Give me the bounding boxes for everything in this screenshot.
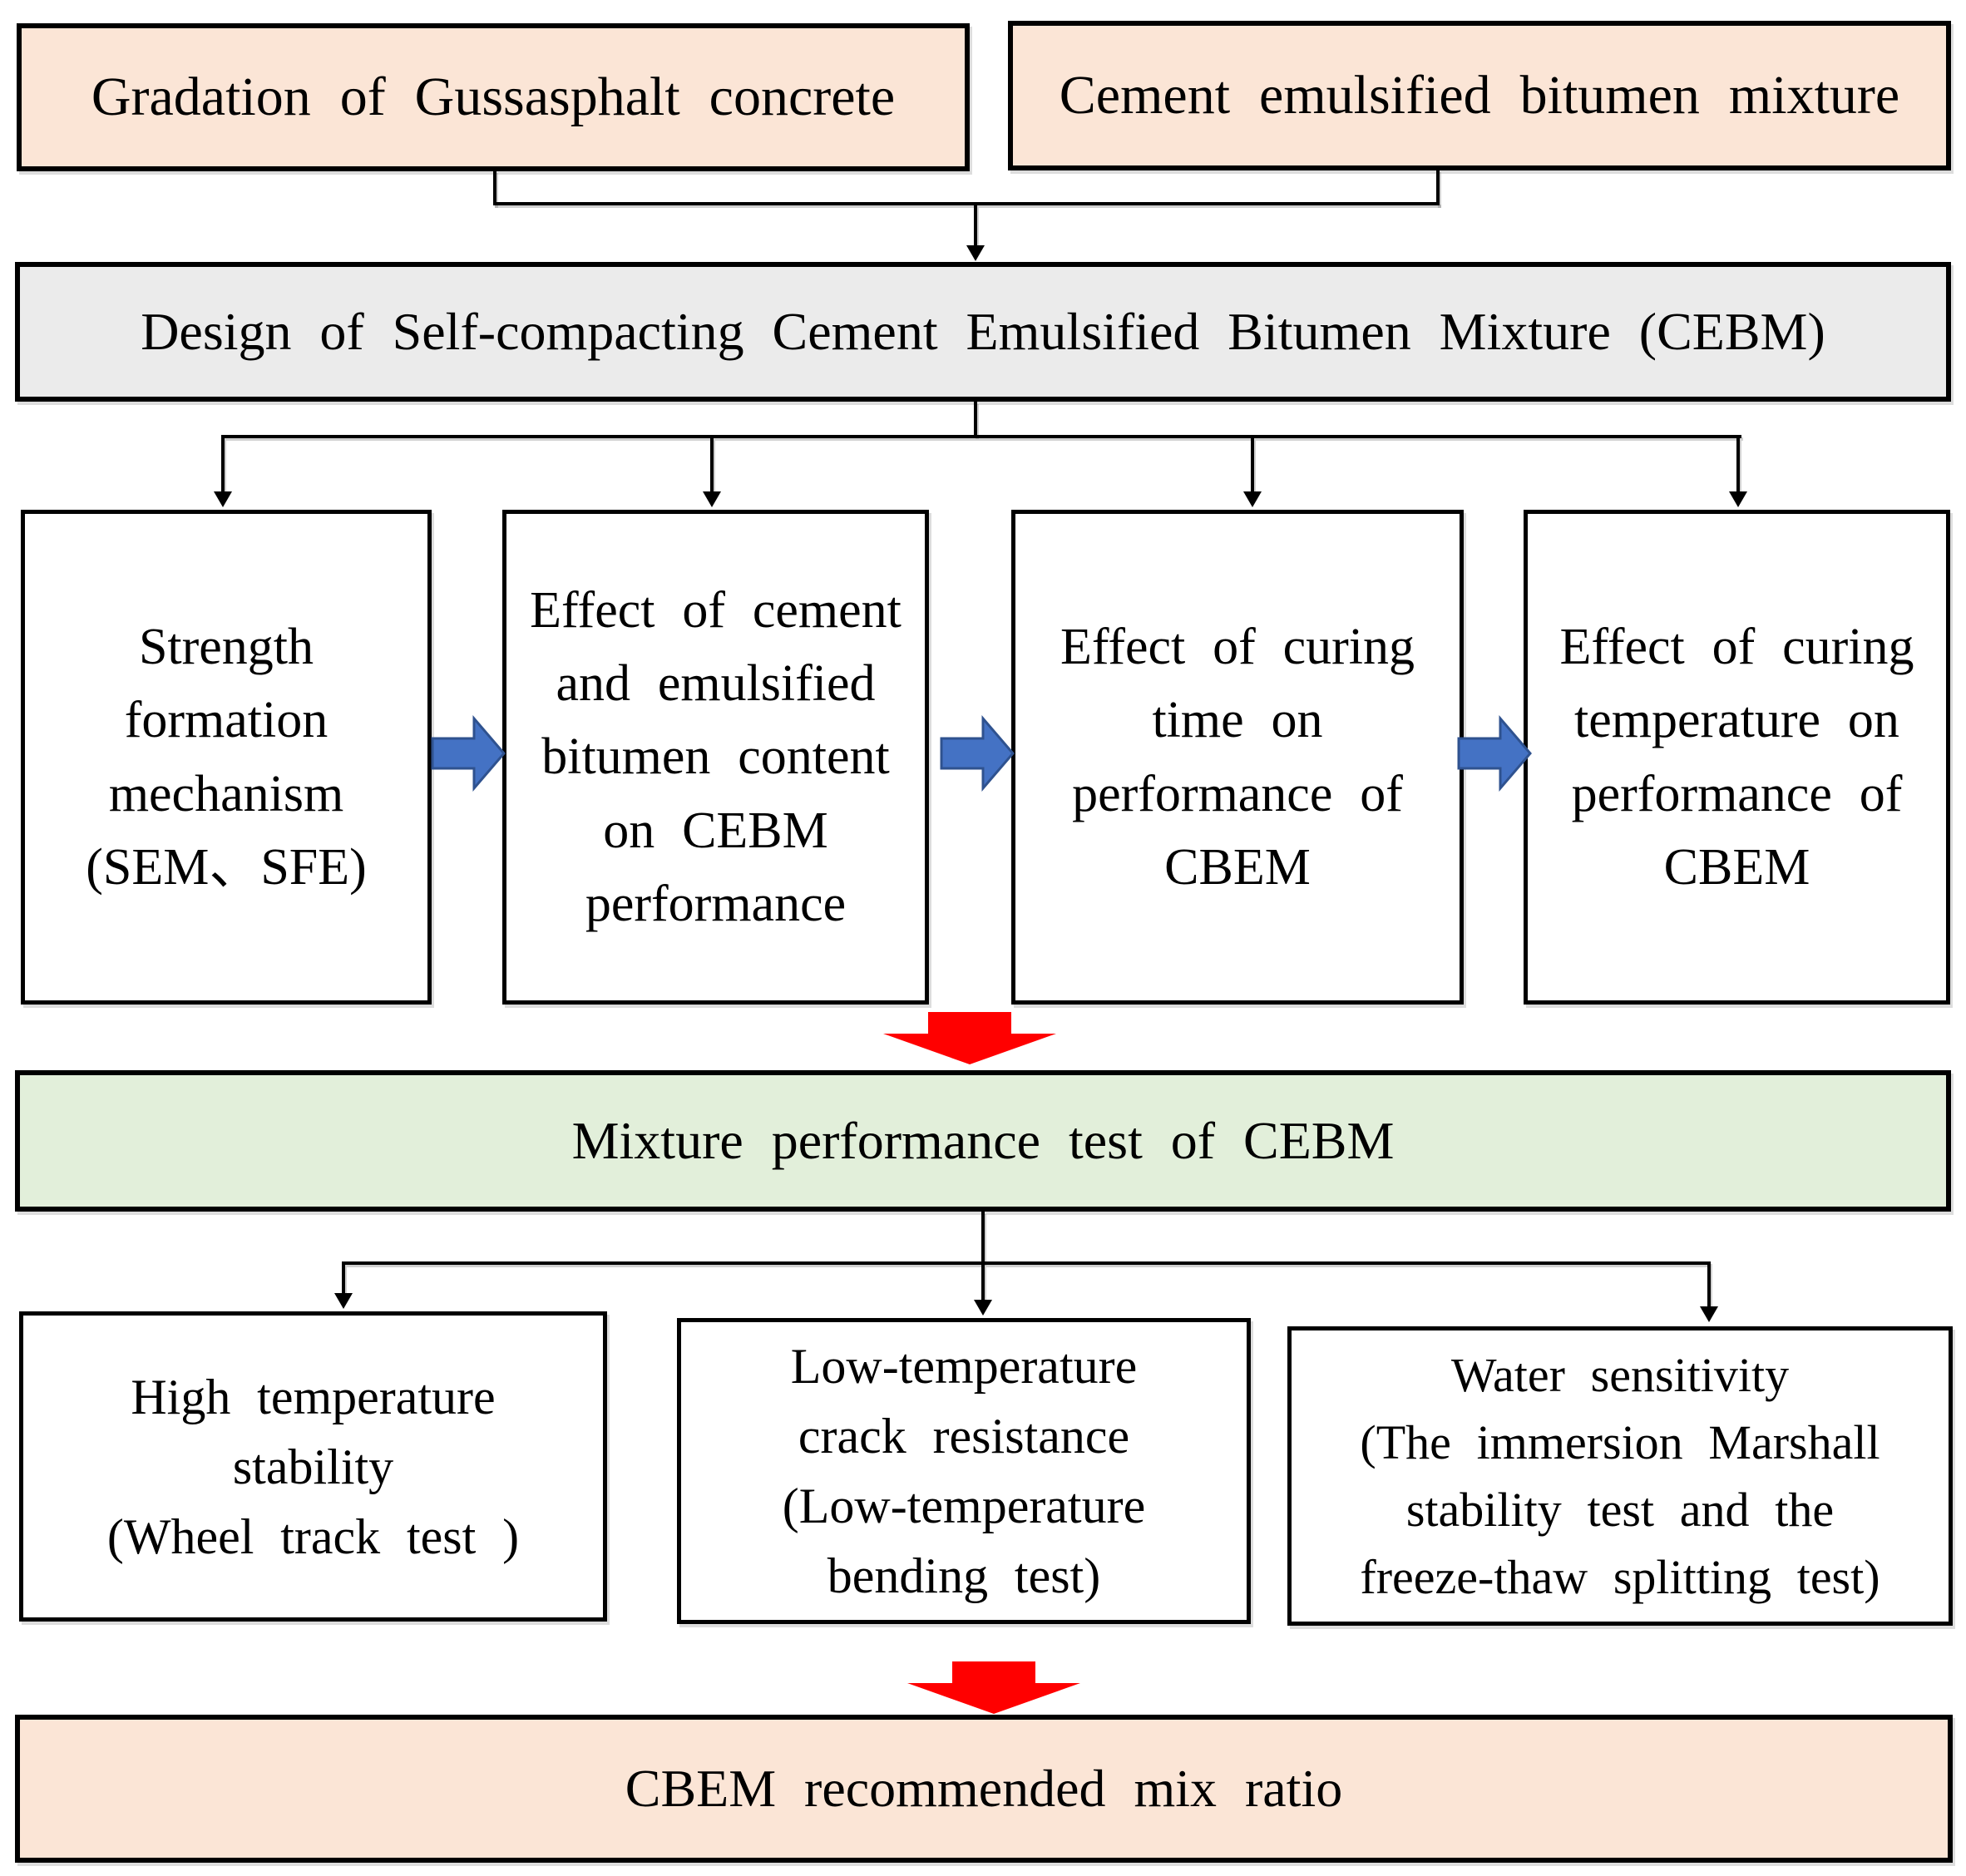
connector-line [981,1265,985,1300]
connector-arrowhead [703,491,721,507]
node-water-sensitivity: Water sensitivity (The immersion Marshal… [1287,1326,1953,1626]
connector-line [221,435,1741,438]
connector-line [1251,438,1254,491]
node-effect-curing-temperature: Effect of curing temperature on performa… [1524,510,1950,1005]
right-arrow-icon [431,714,506,792]
node-strength-formation-mechanism: Strength formation mechanism (SEM、SFE) [21,510,432,1005]
connector-line [981,1212,985,1263]
connector-line [493,202,1440,205]
right-arrow-icon [1457,714,1532,792]
node-mixture-performance-test: Mixture performance test of CEBM [15,1070,1951,1212]
connector-line [342,1261,1711,1265]
node-design-cebm: Design of Self-compacting Cement Emulsif… [15,262,1951,402]
node-cement-emulsified-bitumen-mixture: Cement emulsified bitumen mixture [1008,21,1951,170]
connector-line [342,1265,345,1293]
connector-line [710,438,714,491]
connector-line [1436,170,1440,205]
connector-arrowhead [966,245,985,261]
down-arrow-icon [907,1661,1080,1714]
node-high-temperature-stability: High temperature stability (Wheel track … [19,1311,607,1622]
connector-line [493,170,496,205]
node-effect-cement-bitumen-content: Effect of cement and emulsified bitumen … [502,510,929,1005]
connector-arrowhead [214,491,232,507]
connector-line [1736,438,1740,491]
connector-arrowhead [1243,491,1262,507]
connector-arrowhead [974,1300,992,1316]
right-arrow-icon [940,714,1015,792]
node-effect-curing-time: Effect of curing time on performance of … [1011,510,1464,1005]
node-gradation-gussasphalt: Gradation of Gussasphalt concrete [17,23,970,171]
connector-arrowhead [1729,491,1747,507]
connector-line [974,205,977,247]
down-arrow-icon [883,1012,1056,1064]
connector-line [1707,1265,1711,1306]
node-recommended-mix-ratio: CBEM recommended mix ratio [15,1715,1953,1863]
connector-line [221,438,225,491]
connector-arrowhead [1700,1306,1718,1322]
connector-arrowhead [334,1293,353,1309]
connector-line [974,402,977,437]
node-low-temperature-crack-resistance: Low-temperature crack resistance (Low-te… [677,1318,1251,1624]
